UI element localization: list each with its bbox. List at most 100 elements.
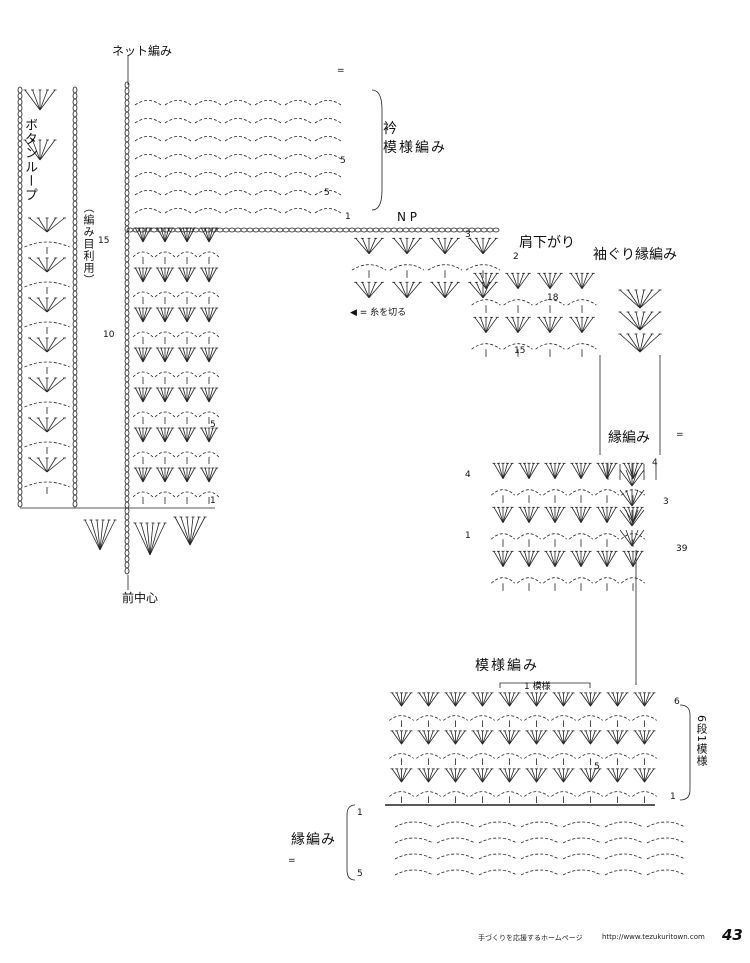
page-number: 43 [722,926,743,944]
chain-stitch [124,177,130,185]
stitch-post [418,730,429,745]
stitch-post [502,551,508,567]
stitch-post [138,227,144,243]
stitch-post [631,489,645,507]
chain-stitch [72,368,78,376]
chain-arc [176,451,198,458]
chain-stitch [72,290,78,298]
stitch-post [455,730,461,745]
stitch-post [619,469,633,487]
stitch-post [580,768,591,783]
stitch-post [208,467,214,483]
chain-arc [551,715,576,721]
chain-arc [154,411,176,418]
chain-arc [562,869,602,876]
chain-arc [470,791,495,797]
stitch-post [606,507,617,523]
stitch-post [393,238,408,254]
stitch-post [164,347,170,363]
chain-arc [416,715,441,721]
stitch-post [401,730,412,745]
footer-url[interactable]: http://www.tezukuritown.com [602,933,705,941]
stitch-post [418,768,429,783]
stitch-post [455,768,461,783]
chain-arc [491,577,515,584]
chain-stitch [72,350,78,358]
stitch-post [32,139,41,161]
stitch-post [639,333,653,353]
stitch-post [619,529,633,547]
stitch-post [526,692,537,707]
stitch-post [485,317,492,333]
chain-arc [394,821,434,828]
chain-arc [176,371,198,378]
stitch-post [178,227,188,243]
chain-stitch [72,488,78,496]
stitch-post [612,730,618,745]
stitch-post [46,417,65,433]
chain-arc [224,154,252,160]
chain-arc [198,371,220,378]
stitch-post [37,377,48,393]
stitch-post [493,551,504,567]
chain-stitch [72,494,78,502]
chain-arc [254,208,282,214]
stitch-post [580,551,591,567]
bottom-symbol-eq: = [288,856,296,866]
stitch-post [99,519,104,551]
stitch-post [164,307,174,323]
chain-stitch [258,227,266,233]
chain-arc [551,753,576,759]
stitch-post [29,297,48,313]
chain-arc [605,715,630,721]
stitch-post [623,551,634,567]
stitch-post [204,467,210,483]
chain-arc [478,837,518,844]
chain-stitch [17,266,23,274]
stitch-post [29,377,48,393]
stitch-post [46,457,57,473]
chain-stitch [126,227,134,233]
chain-arc [224,172,252,178]
chain-stitch [312,227,320,233]
stitch-post [538,317,551,333]
chain-stitch [124,327,130,335]
stitch-post [208,227,218,243]
stitch-post [631,509,639,527]
chain-arc [578,715,603,721]
stitch-post [545,463,556,479]
stitch-post [29,417,48,433]
stitch-post [576,463,582,479]
collar-chart [23,89,342,214]
chain-stitch [124,201,130,209]
chain-stitch [492,227,500,233]
stitch-post [585,730,591,745]
chain-arc [646,869,686,876]
stitch-post [482,692,488,707]
chain-stitch [17,284,23,292]
stitch-post [602,551,608,567]
stitch-post [536,692,542,707]
pattern-row-6: 6 [674,697,680,707]
chain-stitch [402,227,410,233]
chain-arc [621,533,645,540]
stitch-post [160,427,166,443]
chain-stitch [124,291,130,299]
stitch-post [142,467,148,483]
stitch-post [186,347,192,363]
chain-arc [164,100,192,106]
stitch-post [399,238,408,254]
stitch-post [180,516,191,546]
stitch-post [625,509,633,527]
collar-label: 衿 [383,121,397,137]
chain-arc [194,190,222,196]
stitch-post [29,337,48,353]
stitch-post [619,311,641,331]
chain-stitch [17,254,23,262]
stitch-post [480,317,487,333]
stitch-post [423,692,429,707]
chain-arc [520,853,560,860]
stitch-post [480,273,487,289]
stitch-post [512,317,519,333]
